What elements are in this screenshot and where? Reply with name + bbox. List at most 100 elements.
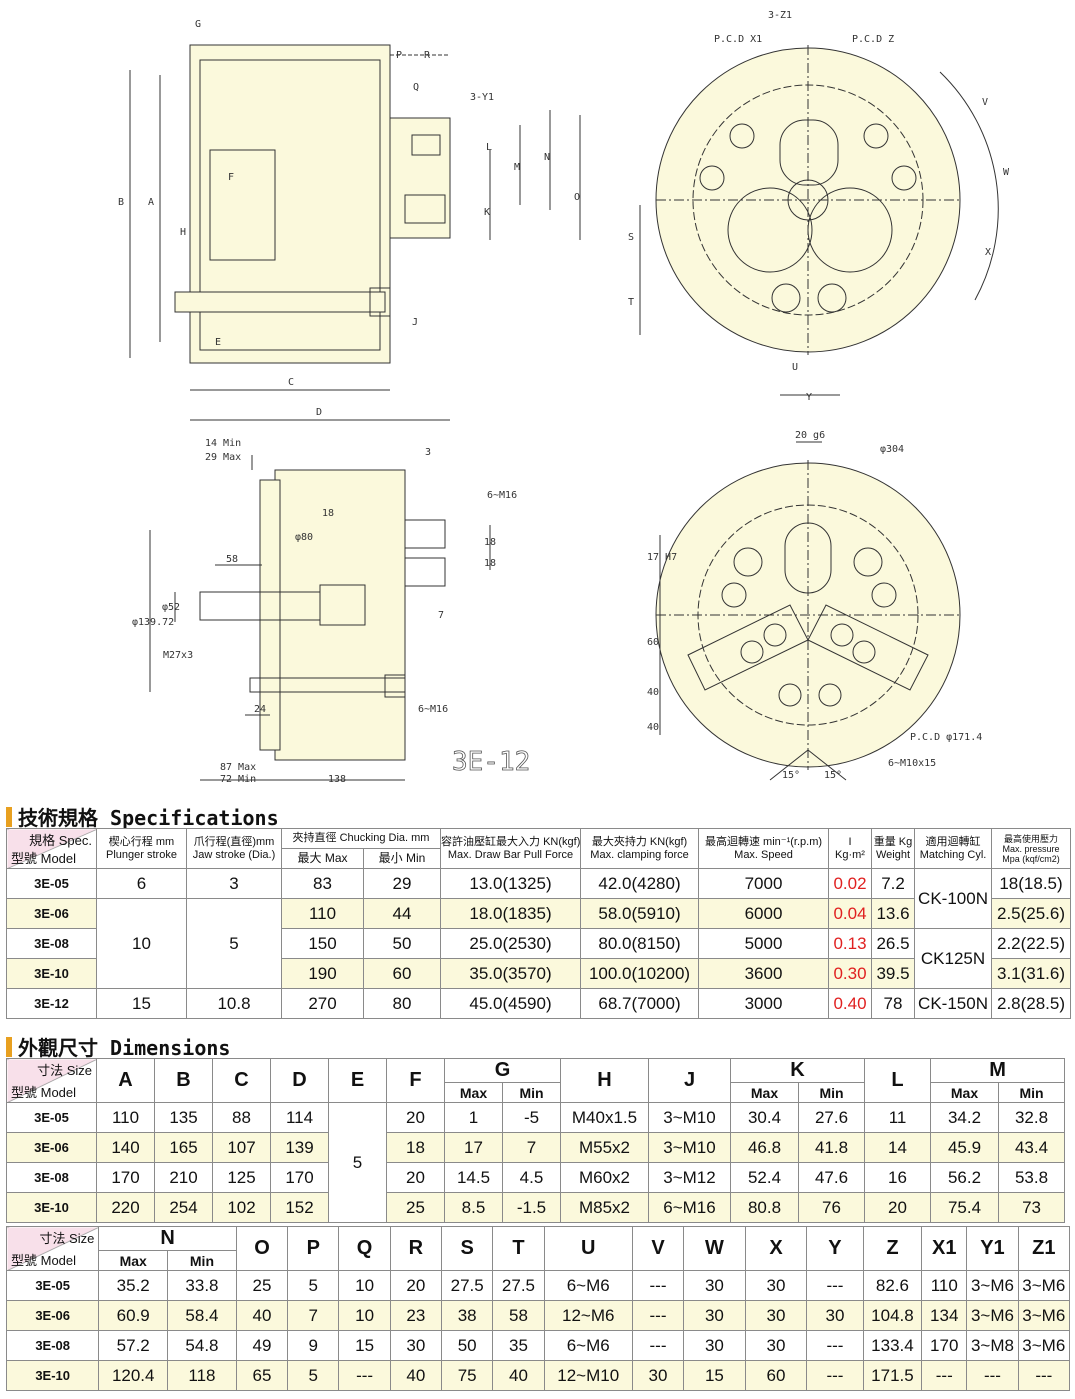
dim-f-cell: 20 <box>386 1162 445 1193</box>
dim-kmin-cell: 76 <box>797 1192 866 1223</box>
dim-c-cell: 107 <box>212 1132 271 1163</box>
dim-label-14min: 14 Min <box>205 438 241 449</box>
dim-nmax-cell: 60.9 <box>98 1300 169 1331</box>
dim-label-3y1: 3-Y1 <box>470 92 494 103</box>
table-row: 3E-06 140 165 107 139 18 17 7 M55x2 3~M1… <box>6 1132 1075 1163</box>
spec-speed-cell: 7000 <box>698 868 830 899</box>
spec-model-cell: 3E-08 <box>6 928 97 959</box>
spec-speed-cell: 6000 <box>698 898 830 929</box>
dim-header-m: M <box>930 1058 1066 1083</box>
dim-label-g: G <box>195 19 201 30</box>
dim-a-cell: 170 <box>96 1162 155 1193</box>
spec-max-cell: 190 <box>281 958 364 989</box>
spec-header-chucking: 夾持直徑 Chucking Dia. mm <box>280 828 442 849</box>
spec-pressure-cell: 2.5(25.6) <box>991 898 1072 929</box>
spec-clamp-cell: 68.7(7000) <box>580 988 700 1019</box>
dim-y-cell: --- <box>806 1270 864 1301</box>
dim-label-6m10x15: 6~M10x15 <box>888 758 936 769</box>
dim-header-a: A <box>96 1058 155 1103</box>
dim-j-cell: 3~M10 <box>648 1102 731 1133</box>
dim-h-cell: M40x1.5 <box>560 1102 649 1133</box>
dim-nmin-cell: 118 <box>167 1360 237 1391</box>
dim-nmin-cell: 33.8 <box>167 1270 237 1301</box>
dim2-corner-bottom: 型號 Model <box>11 1253 77 1268</box>
table-row: 3E-08 57.2 54.8 49 9 15 30 50 35 6~M6 --… <box>5 1330 1071 1361</box>
dim-label-h: H <box>180 227 186 238</box>
dim-v-cell: --- <box>631 1270 685 1301</box>
dim-header-x: X <box>744 1226 808 1271</box>
dim-label-40b: 40 <box>647 722 659 733</box>
dim-model-cell: 3E-10 <box>6 1192 97 1223</box>
dim-h-cell: M60x2 <box>560 1162 649 1193</box>
table-row: 3E-10 220 254 102 152 25 8.5 -1.5 M85x2 … <box>6 1192 1075 1223</box>
dim-model-cell: 3E-05 <box>6 1102 97 1133</box>
dim-y-cell: --- <box>806 1360 864 1391</box>
dim-model-cell: 3E-08 <box>5 1330 100 1361</box>
spec-jaw-cell: 5 <box>186 898 282 989</box>
dim-header-d: D <box>270 1058 329 1103</box>
dim-z1-cell: 3~M6 <box>1017 1270 1071 1301</box>
dim1-corner-bottom: 型號 Model <box>11 1085 77 1100</box>
dim-u-cell: 12~M6 <box>543 1300 633 1331</box>
dim-gmin-cell: 4.5 <box>502 1162 561 1193</box>
dim-label-20g6: 20 g6 <box>795 430 825 441</box>
spec-model-cell: 3E-12 <box>6 988 97 1019</box>
dim-y1-cell: 3~M6 <box>966 1300 1019 1331</box>
dim-b-cell: 210 <box>154 1162 213 1193</box>
spec-cyl-cell: CK-100N <box>914 868 993 929</box>
dim-header-o: O <box>235 1226 289 1271</box>
dim-x-cell: 60 <box>744 1360 808 1391</box>
spec-min-cell: 50 <box>362 928 442 959</box>
dim-u-cell: 12~M10 <box>543 1360 633 1391</box>
dim-y-cell: 30 <box>806 1300 864 1331</box>
dim-header-b: B <box>154 1058 213 1103</box>
spec-weight-cell: 78 <box>871 988 916 1019</box>
spec-corner-bottom: 型號 Model <box>11 851 77 866</box>
spec-header-chuck-max: 最大 Max <box>281 848 364 869</box>
dim-s-cell: 50 <box>441 1330 494 1361</box>
dim-j-cell: 6~M16 <box>648 1192 731 1223</box>
dim-header-g-max: Max <box>444 1082 503 1103</box>
spec-inertia-cell: 0.04 <box>828 898 873 929</box>
dim-kmax-cell: 80.8 <box>730 1192 799 1223</box>
dim-title-text: 外觀尺寸 Dimensions <box>18 1036 231 1060</box>
dim-label-k: K <box>484 207 490 218</box>
dim2-corner-top: 寸法 Size <box>39 1231 95 1246</box>
spec-model-cell: 3E-05 <box>6 868 97 899</box>
dim-label-j: J <box>412 317 418 328</box>
dim-s-cell: 38 <box>441 1300 494 1331</box>
dim-mmax-cell: 56.2 <box>930 1162 1000 1193</box>
dim-d-cell: 139 <box>270 1132 329 1163</box>
dim-a-cell: 220 <box>96 1192 155 1223</box>
spec-drawbar-cell: 45.0(4590) <box>440 988 582 1019</box>
dim-d-cell: 170 <box>270 1162 329 1193</box>
section-marker-icon <box>6 806 12 827</box>
dim-header-n-min: Min <box>167 1250 237 1271</box>
dim-header-g-min: Min <box>502 1082 561 1103</box>
dim-label-t: T <box>628 297 634 308</box>
dim-z-cell: 82.6 <box>862 1270 923 1301</box>
dim-header-l: L <box>864 1058 932 1103</box>
dim-label-n: N <box>544 152 550 163</box>
dim-z-cell: 133.4 <box>862 1330 923 1361</box>
dim-b-cell: 254 <box>154 1192 213 1223</box>
spec-header-drawbar: 容許油壓缸最大入力 KN(kgf)Max. Draw Bar Pull Forc… <box>440 828 582 869</box>
dim-f-cell: 20 <box>386 1102 445 1133</box>
spec-min-cell: 44 <box>362 898 442 929</box>
dim-q-cell: 10 <box>338 1300 391 1331</box>
spec-speed-cell: 5000 <box>698 928 830 959</box>
dim-w-cell: 30 <box>683 1330 746 1361</box>
dim-o-cell: 25 <box>235 1270 289 1301</box>
dim-r-cell: 40 <box>389 1360 443 1391</box>
spec-jaw-cell: 3 <box>186 868 282 899</box>
spec-min-cell: 80 <box>362 988 442 1019</box>
dim-c-cell: 125 <box>212 1162 271 1193</box>
dim-mmin-cell: 53.8 <box>998 1162 1066 1193</box>
dim-y-cell: --- <box>806 1330 864 1361</box>
dim-label-p: P <box>396 50 402 61</box>
dim-d-cell: 114 <box>270 1102 329 1133</box>
